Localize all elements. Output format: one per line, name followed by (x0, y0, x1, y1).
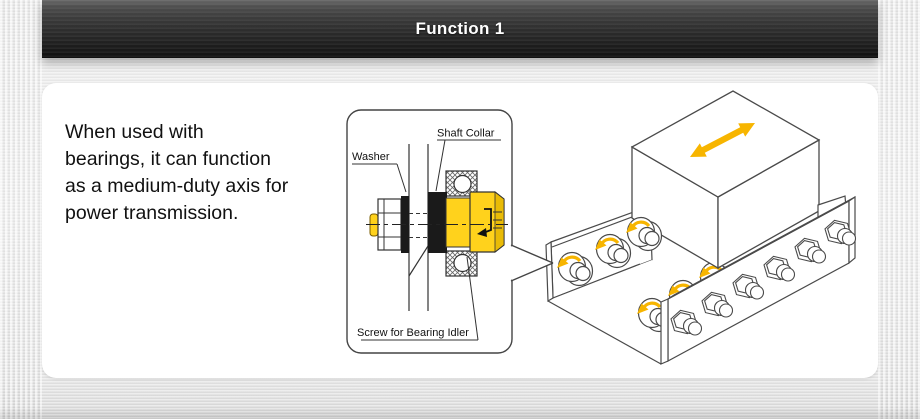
mounting-plate (408, 144, 429, 311)
page-margin-texture-left (0, 0, 42, 419)
screw-label: Screw for Bearing Idler (357, 327, 469, 339)
callout-pointer (507, 244, 554, 282)
direction-double-arrow-icon (690, 123, 755, 157)
shaft-collar-label: Shaft Collar (437, 128, 495, 140)
diagram-and-illustration-figure: Washer Shaft Collar Screw for Bearing Id… (346, 90, 857, 365)
footer-shade (0, 407, 920, 419)
turn-arrow-icon (482, 208, 492, 234)
feature-description: When used with bearings, it can function… (65, 121, 289, 224)
load-box (630, 90, 821, 270)
callout-bubble: Washer Shaft Collar Screw for Bearing Id… (346, 109, 554, 354)
screw-leader-line (466, 256, 479, 341)
page-margin-texture-right (878, 0, 920, 419)
washer-leader-line (396, 163, 407, 193)
bearing-idler-screw (445, 191, 505, 253)
turn-arrow-head (477, 228, 487, 237)
header-title: Function 1 (415, 19, 505, 38)
shaft-collar-leader-line (435, 139, 446, 192)
conveyor-illustration (545, 90, 857, 365)
bearing-assembly-diagram (366, 144, 508, 311)
function-header-bar: Function 1 (42, 0, 878, 58)
shaft-collar (428, 192, 447, 253)
content-panel: When used with bearings, it can function… (42, 83, 878, 378)
washer-label: Washer (352, 151, 390, 163)
callout-labels: Washer Shaft Collar Screw for Bearing Id… (352, 128, 501, 341)
